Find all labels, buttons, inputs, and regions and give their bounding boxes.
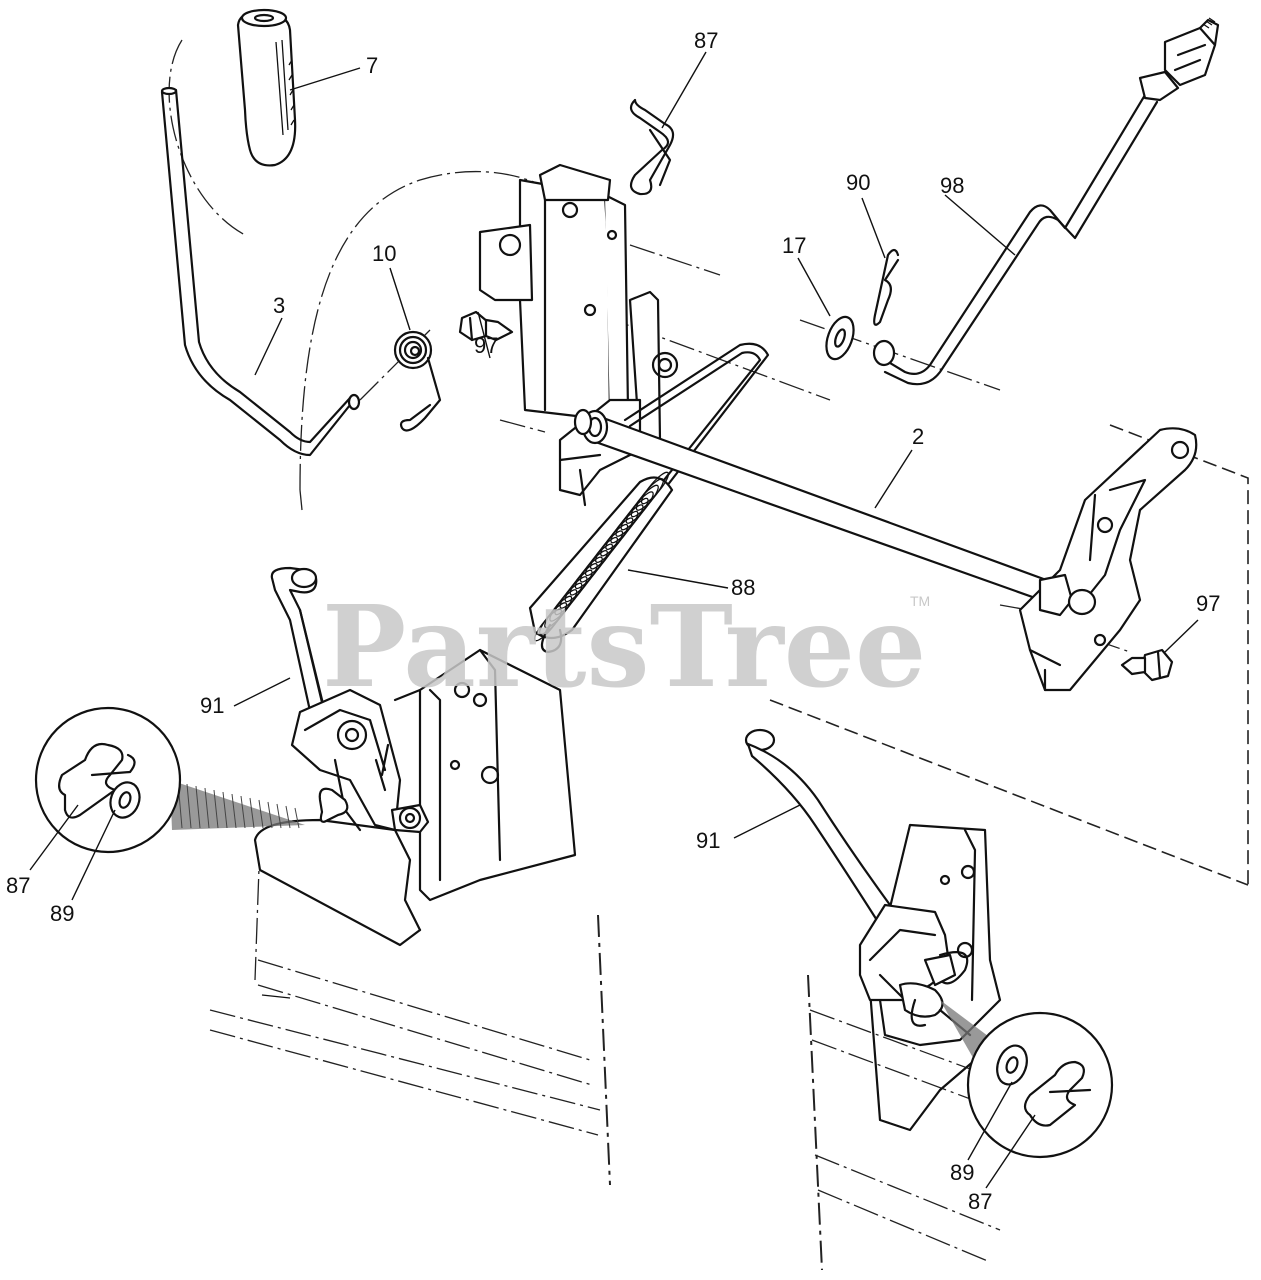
hatch-line [294, 807, 300, 829]
bellcrank-right [858, 903, 972, 1037]
hatch-line [276, 803, 282, 829]
hatch-line [240, 795, 246, 829]
callout-91-right: 91 [696, 828, 720, 853]
detail-callout-left [34, 706, 305, 854]
watermark: PartsTree TM [322, 582, 930, 713]
deck-bracket-left [253, 648, 577, 947]
hairpin-clip-90 [873, 248, 900, 326]
leader-lines [29, 51, 1199, 1189]
shaft-bracket [558, 290, 679, 507]
callout-3: 3 [273, 293, 285, 318]
hatch-line [186, 783, 192, 829]
callout-90: 90 [846, 170, 870, 195]
rod-98 [872, 17, 1220, 386]
hatch-line [231, 793, 237, 829]
hatch-line [258, 799, 264, 829]
lift-arm-right [1018, 427, 1198, 692]
watermark-text: PartsTree [322, 582, 926, 713]
hatch-line [213, 789, 219, 829]
detail-callout-right [940, 1000, 1114, 1159]
washer-17 [825, 315, 855, 361]
callout-98: 98 [940, 173, 964, 198]
hatch-line [222, 791, 228, 829]
bolt-97-right [1120, 648, 1174, 682]
callout-89-left: 89 [50, 901, 74, 926]
callout-87-left: 87 [6, 873, 30, 898]
bellcrank-left [290, 688, 430, 834]
hairpin-clip-87-top [629, 98, 675, 196]
hatch-line [267, 801, 273, 829]
callout-88: 88 [731, 575, 755, 600]
callout-7: 7 [366, 53, 378, 78]
extension-spring-88 [528, 471, 674, 654]
callout-10: 10 [372, 241, 396, 266]
mounting-bracket [478, 163, 630, 422]
callout-89-right: 89 [950, 1160, 974, 1185]
trademark-symbol: TM [910, 593, 930, 609]
hatch-line [285, 805, 291, 829]
torsion-spring-10 [393, 330, 442, 432]
callout-87-right: 87 [968, 1189, 992, 1214]
hatch-line [204, 787, 210, 829]
spring-coil [640, 471, 670, 505]
lift-handle-rod-3 [160, 86, 361, 457]
callout-2: 2 [912, 424, 924, 449]
hatch-line [195, 785, 201, 829]
callout-17: 17 [782, 233, 806, 258]
bolt-97-top [458, 310, 514, 342]
callout-labels: 7 87 90 98 10 3 17 97 2 88 97 91 91 87 8… [6, 28, 1220, 1214]
callout-97-top: 97 [474, 333, 498, 358]
callout-97-right: 97 [1196, 591, 1220, 616]
spring-hook-rod [623, 342, 770, 497]
handle-grip-7 [236, 8, 297, 167]
hatch-line [249, 797, 255, 829]
callout-91-left: 91 [200, 693, 224, 718]
callout-87-top: 87 [694, 28, 718, 53]
